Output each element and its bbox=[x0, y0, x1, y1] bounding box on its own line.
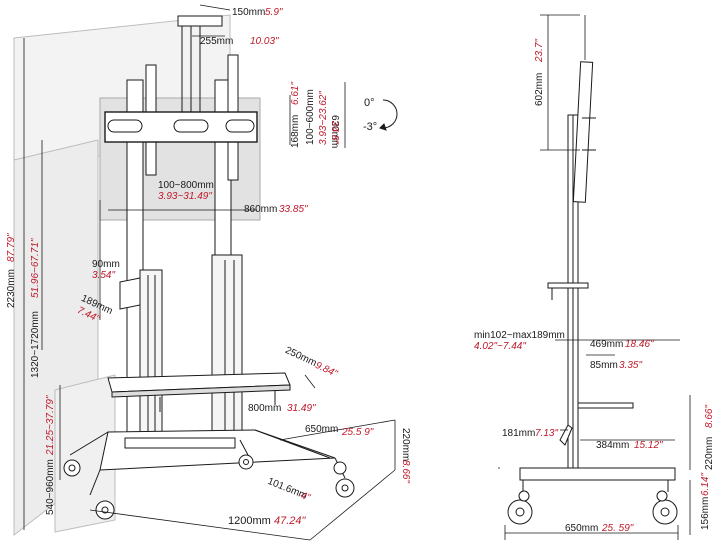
screen-height-in: 23.7" bbox=[534, 38, 545, 62]
wheel-height-mm: 156mm bbox=[700, 496, 711, 530]
rear-in: 15.12" bbox=[634, 440, 663, 451]
base-depth-in: 25.5 9" bbox=[342, 427, 374, 438]
base-width-in: 47.24" bbox=[274, 515, 306, 527]
wheel-height-in: 6.14" bbox=[700, 472, 711, 496]
handle-in: 7.13" bbox=[535, 428, 559, 439]
pole-spacing-in: 10.03" bbox=[250, 36, 279, 47]
base-depth-mm: 650mm bbox=[305, 424, 339, 435]
vesa-h-mm: 100~800mm bbox=[158, 180, 214, 191]
vertical-poles bbox=[126, 79, 243, 441]
side-base-height-mm: 220mm bbox=[704, 436, 715, 470]
reach-in: 18.46" bbox=[625, 339, 654, 350]
front-dimension-lines bbox=[23, 4, 396, 541]
bracket-span-in: 24.8" bbox=[329, 121, 340, 145]
total-height-in: 87.79" bbox=[6, 233, 17, 262]
tilt-arrow bbox=[379, 99, 398, 131]
shelf-height-mm: 540~960mm bbox=[45, 459, 56, 515]
bracket-height-mm: 168mm bbox=[290, 114, 301, 148]
base-height-in: 8.66" bbox=[400, 460, 411, 484]
base-height-mm: 220mm bbox=[400, 428, 411, 462]
side-base-depth-mm: 650mm bbox=[565, 523, 599, 534]
casters bbox=[63, 454, 355, 520]
tilt-up: 0° bbox=[364, 97, 375, 109]
reach-mm: 469mm bbox=[590, 339, 624, 350]
mount-height-in: 51.96~67.71" bbox=[30, 238, 41, 298]
arm-width-mm: 860mm bbox=[244, 204, 278, 215]
mount-height-mm: 1320~1720mm bbox=[30, 311, 41, 378]
side-view bbox=[507, 61, 678, 525]
screen-height-mm: 602mm bbox=[534, 72, 545, 106]
rear-mm: 384mm bbox=[596, 440, 630, 451]
vesa-v-in: 3.93~23.62" bbox=[318, 91, 329, 145]
clamp bbox=[119, 277, 141, 310]
tray-mm: 85mm bbox=[590, 360, 618, 371]
clamp-width-mm: 90mm bbox=[92, 259, 120, 270]
offset-mm: min102~max189mm bbox=[474, 330, 565, 341]
pole-spacing-mm: 255mm bbox=[200, 36, 234, 47]
base-width-mm: 1200mm bbox=[228, 515, 271, 527]
side-dimension-lines bbox=[498, 14, 691, 540]
arm-width-in: 33.85" bbox=[279, 204, 308, 215]
bracket-height-in: 6.61" bbox=[290, 81, 301, 105]
total-height-mm: 2230mm bbox=[6, 269, 17, 308]
offset-in: 4.02"~7.44" bbox=[474, 341, 526, 352]
shelf-width-mm: 800mm bbox=[248, 403, 282, 414]
tray-in: 3.35" bbox=[619, 360, 643, 371]
top-plate-in: 5.9" bbox=[265, 7, 283, 18]
side-base-height-in: 8.66" bbox=[704, 404, 715, 428]
top-plate-mm: 150mm bbox=[232, 7, 266, 18]
clamp-width-in: 3.54" bbox=[92, 270, 116, 281]
tilt-down: -3° bbox=[363, 121, 378, 133]
shelf bbox=[107, 372, 291, 412]
shelf-width-in: 31.49" bbox=[287, 403, 316, 414]
mount-bracket bbox=[104, 111, 258, 143]
handle-mm: 181mm bbox=[502, 428, 536, 439]
vesa-v-mm: 100~600mm bbox=[305, 89, 316, 145]
side-base-depth-in: 25. 59" bbox=[602, 523, 634, 534]
vesa-h-in: 3.93~31.49" bbox=[158, 191, 212, 202]
shelf-height-in: 21.25~37.79" bbox=[45, 395, 56, 455]
base-frame bbox=[69, 429, 346, 496]
